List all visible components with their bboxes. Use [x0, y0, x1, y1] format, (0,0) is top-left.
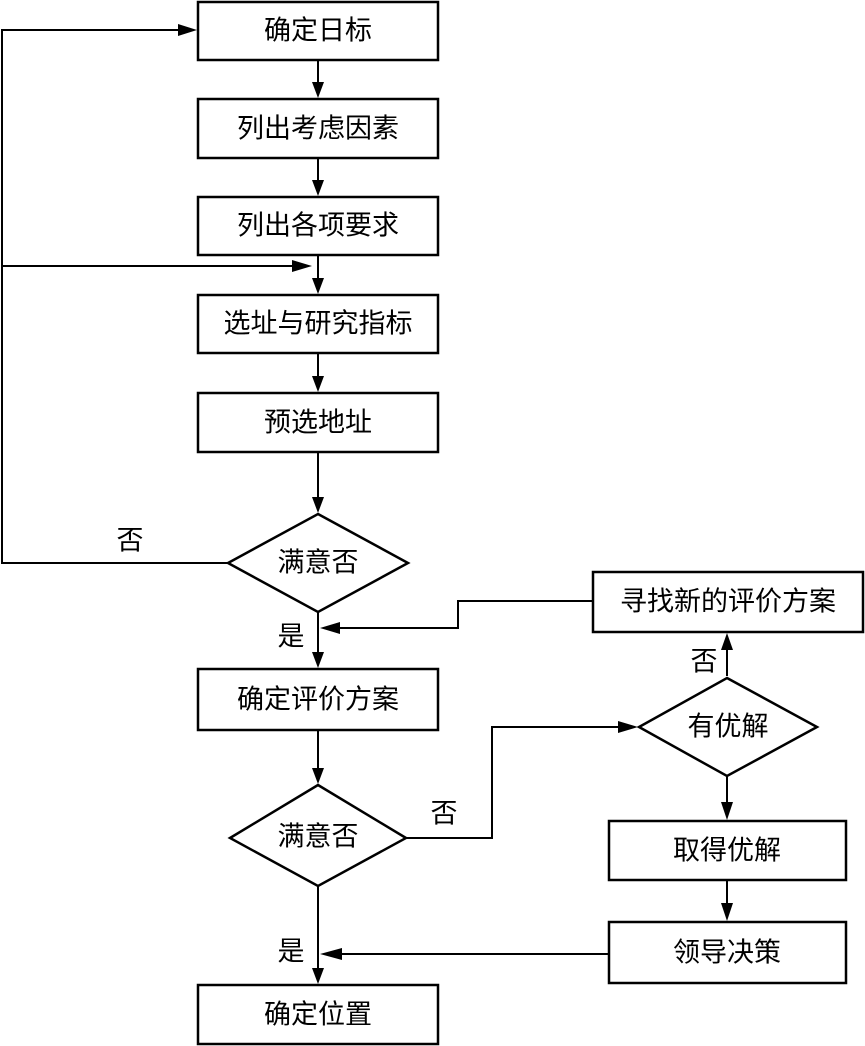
node-determine-eval-plan: 确定评价方案 — [196, 667, 440, 732]
decision-label: 满意否 — [278, 822, 359, 853]
arrowhead — [721, 633, 733, 650]
edge-satisfied2-no — [406, 726, 618, 839]
node-leadership-decision: 领导决策 — [607, 920, 848, 985]
node-label: 领导决策 — [673, 938, 781, 969]
arrowhead — [312, 180, 324, 196]
node-confirm-location: 确定位置 — [196, 983, 440, 1046]
arrowhead — [312, 652, 324, 668]
node-label: 列出考虑因素 — [237, 114, 399, 145]
edge-label-yes: 是 — [278, 937, 305, 968]
decision-has-optimal: 有优解 — [636, 676, 820, 778]
node-preselect-site: 预选地址 — [196, 391, 440, 454]
node-label: 寻找新的评价方案 — [620, 587, 836, 618]
edge-newplan-return — [340, 600, 593, 629]
edge-label-yes: 是 — [278, 622, 305, 653]
arrowhead — [312, 768, 324, 784]
node-list-requirements: 列出各项要求 — [196, 195, 440, 257]
decision-satisfied-2: 满意否 — [227, 783, 409, 888]
arrowhead — [312, 497, 324, 513]
arrowhead — [312, 82, 324, 98]
node-label: 列出各项要求 — [237, 211, 399, 242]
edge-label-no: 否 — [431, 799, 458, 830]
edge-label-no: 否 — [691, 647, 718, 678]
node-label: 选址与研究指标 — [224, 309, 413, 340]
node-list-factors: 列出考虑因素 — [196, 97, 440, 160]
edge-label-no: 否 — [117, 526, 144, 557]
arrowhead — [178, 24, 197, 36]
arrowhead — [312, 968, 324, 984]
decision-label: 满意否 — [278, 548, 359, 579]
arrowhead — [320, 948, 342, 960]
node-find-new-eval-plan: 寻找新的评价方案 — [591, 570, 865, 634]
node-label: 取得优解 — [673, 836, 781, 867]
decision-label: 有优解 — [688, 712, 769, 743]
arrowhead — [721, 802, 733, 820]
node-label: 确定日标 — [264, 16, 372, 47]
arrowhead — [292, 260, 312, 272]
edge-satisfied1-no-loop — [1, 29, 228, 564]
arrowhead — [312, 278, 324, 294]
node-label: 确定评价方案 — [237, 685, 399, 716]
arrowhead — [320, 622, 340, 634]
node-siting-indicators: 选址与研究指标 — [196, 293, 440, 355]
node-determine-goal: 确定日标 — [196, 0, 440, 62]
arrowhead — [721, 903, 733, 921]
node-obtain-optimal: 取得优解 — [607, 819, 848, 882]
node-label: 预选地址 — [264, 408, 372, 439]
arrowhead — [312, 376, 324, 392]
arrowhead — [618, 721, 638, 733]
decision-satisfied-1: 满意否 — [225, 512, 411, 614]
node-label: 确定位置 — [264, 1000, 372, 1031]
